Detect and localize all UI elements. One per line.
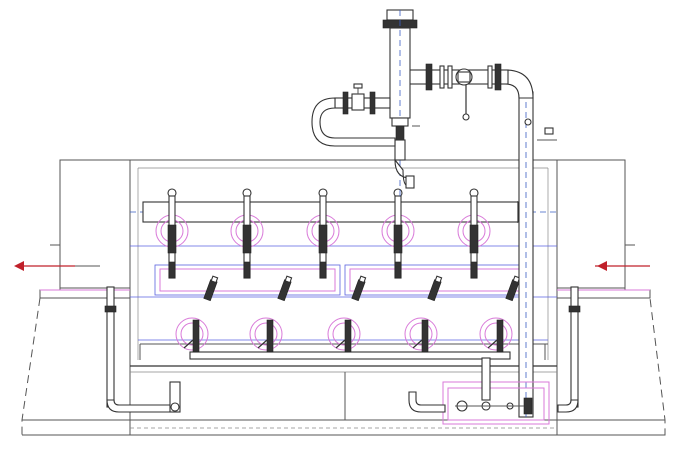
right-drain-elbow xyxy=(557,399,579,413)
angled-nozzle-cap xyxy=(358,275,367,284)
lower-pipe xyxy=(189,351,511,360)
stack-valve xyxy=(395,125,405,141)
upper-nozzle-body xyxy=(393,224,403,254)
main-riser-assembly xyxy=(311,9,557,418)
pump-box-inner xyxy=(447,387,545,421)
upper-nozzle-body xyxy=(469,224,479,254)
pump-flange xyxy=(523,397,533,415)
lower-nozzles xyxy=(175,317,513,353)
left-branch-valve-wheel xyxy=(353,83,363,89)
riser-gauge-port xyxy=(524,118,532,126)
stack-outlet xyxy=(405,175,415,189)
lower-nozzle-ring-inner xyxy=(254,322,278,346)
left-drain-riser xyxy=(106,286,115,408)
upper-nozzle-body xyxy=(318,224,328,254)
upper-nozzle-tip xyxy=(168,261,176,279)
lower-nozzle-ring-inner xyxy=(409,322,433,346)
angled-nozzle-cap xyxy=(210,275,219,284)
lower-nozzle-ring-inner xyxy=(180,322,204,346)
left-drain-elbow xyxy=(106,399,179,413)
right-drain-flange xyxy=(568,305,581,313)
upper-nozzle-tip xyxy=(319,261,327,279)
angled-nozzle-cap xyxy=(284,275,293,284)
lower-nozzle-1 xyxy=(175,317,209,353)
upper-nozzle-tip xyxy=(470,261,478,279)
angled-nozzle-cap xyxy=(434,275,443,284)
stack-reducer xyxy=(391,117,409,127)
lower-nozzle-ring-outer xyxy=(175,317,209,351)
right-arrow-head xyxy=(597,261,607,271)
lower-nozzle-3 xyxy=(327,317,361,353)
upper-nozzle-4 xyxy=(381,188,415,279)
top-right-elbow xyxy=(504,69,534,99)
lower-nozzle-ring-inner xyxy=(332,322,356,346)
upper-nozzle-tip xyxy=(243,261,251,279)
left-branch-flange-1 xyxy=(342,91,349,115)
lower-nozzle-lever xyxy=(487,339,498,349)
lower-nozzle-lever xyxy=(257,339,268,349)
lower-nozzle-body xyxy=(266,319,274,353)
lower-nozzle-4 xyxy=(404,317,438,353)
bottom-right-assembly xyxy=(408,357,550,425)
angled-nozzle-2 xyxy=(277,275,293,302)
stack-lower-pipe xyxy=(394,139,406,161)
right-drain-pipe xyxy=(557,286,581,413)
right-wall-block xyxy=(556,159,626,289)
upper-nozzle-body xyxy=(167,224,177,254)
lower-nozzle-ring-outer xyxy=(249,317,283,351)
lower-nozzle-body xyxy=(421,319,429,353)
lower-nozzle-ring-outer xyxy=(404,317,438,351)
left-drain-cap xyxy=(170,402,180,412)
angled-nozzle-3 xyxy=(351,275,367,302)
lower-nozzle-ring-outer xyxy=(479,317,513,351)
flow-arrows xyxy=(14,261,650,271)
left-loop-bend xyxy=(311,97,396,147)
pump-left-elbow xyxy=(408,391,446,413)
left-drain-stub xyxy=(169,381,181,413)
flange-3 xyxy=(447,65,453,89)
lower-nozzle-body xyxy=(496,319,504,353)
lower-nozzle-ring-inner xyxy=(484,322,508,346)
riser-side-fitting xyxy=(544,127,554,135)
upper-nozzle-3 xyxy=(306,188,340,279)
lower-nozzle-lever xyxy=(335,339,346,349)
upper-nozzle-5 xyxy=(457,188,491,279)
right-drain-riser xyxy=(570,286,579,408)
valve-handle-knob xyxy=(462,113,470,121)
upper-nozzles xyxy=(155,188,491,279)
flange-4 xyxy=(487,65,493,89)
upper-nozzle-2 xyxy=(230,188,264,279)
left-branch-flange-2 xyxy=(369,91,376,115)
ball-valve-body xyxy=(457,71,471,83)
left-drain-flange xyxy=(104,305,117,313)
left-wall-block xyxy=(59,159,131,289)
upper-nozzle-1 xyxy=(155,188,189,279)
lower-nozzle-lever xyxy=(183,339,194,349)
left-drain-pipe xyxy=(104,286,181,413)
lower-nozzle-body xyxy=(192,319,200,353)
flange-5 xyxy=(494,63,502,91)
pump-box-outer xyxy=(442,381,550,425)
pump-riser xyxy=(481,357,491,401)
lower-nozzle-lever xyxy=(412,339,423,349)
lower-nozzle-ring-outer xyxy=(327,317,361,351)
angled-nozzle-1 xyxy=(203,275,219,302)
angled-nozzle-4 xyxy=(427,275,443,302)
flange-2 xyxy=(439,65,445,89)
left-arrow-head xyxy=(14,261,24,271)
flange-1 xyxy=(425,63,433,91)
upper-nozzle-tip xyxy=(394,261,402,279)
tank-structure xyxy=(21,159,666,436)
lower-nozzle-2 xyxy=(249,317,283,353)
lower-nozzle-5 xyxy=(479,317,513,353)
manifold-pipe xyxy=(142,201,519,223)
upper-nozzle-body xyxy=(242,224,252,254)
left-branch-valve xyxy=(351,93,365,111)
lower-nozzle-body xyxy=(344,319,352,353)
